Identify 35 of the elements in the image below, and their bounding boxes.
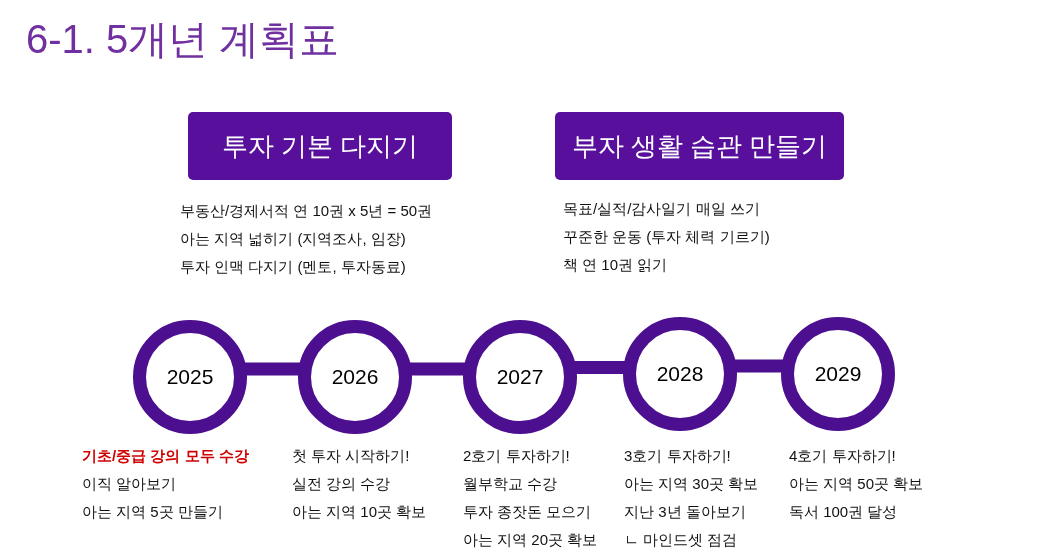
page-title: 6-1. 5개년 계획표	[26, 16, 340, 63]
plan-item: 첫 투자 시작하기!	[292, 446, 411, 466]
connector-bar	[408, 362, 467, 376]
plan-item: 부동산/경제서적 연 10권 x 5년 = 50권	[180, 201, 433, 221]
plan-item: 아는 지역 넓히기 (지역조사, 임장)	[180, 229, 407, 249]
connector-bar	[733, 359, 785, 373]
plan-item: 이직 알아보기	[82, 474, 178, 494]
plan-item: 아는 지역 20곳 확보	[463, 530, 598, 550]
plan-item: 꾸준한 운동 (투자 체력 기르기)	[563, 227, 770, 247]
plan-item: 투자 인맥 다지기 (멘토, 투자동료)	[180, 257, 407, 277]
plan-item: 책 연 10권 읽기	[563, 255, 669, 275]
connector-bar	[243, 362, 302, 376]
year-circle: 2029	[781, 317, 895, 431]
plan-item: 2호기 투자하기!	[463, 446, 571, 466]
plan-item: 기초/중급 강의 모두 수강	[82, 446, 249, 466]
plan-item: 아는 지역 50곳 확보	[789, 474, 924, 494]
plan-item: 실전 강의 수강	[292, 474, 392, 494]
plan-item: 아는 지역 10곳 확보	[292, 502, 427, 522]
plan-item: 아는 지역 30곳 확보	[624, 474, 759, 494]
plan-item: 목표/실적/감사일기 매일 쓰기	[563, 199, 761, 219]
year-circle: 2028	[623, 317, 737, 431]
year-circle: 2027	[463, 320, 577, 434]
year-circle: 2026	[298, 320, 412, 434]
plan-item: 월부학교 수강	[463, 474, 559, 494]
theme-box: 투자 기본 다지기	[188, 112, 452, 180]
plan-item: 투자 종잣돈 모으기	[463, 502, 593, 522]
plan-item: 4호기 투자하기!	[789, 446, 897, 466]
theme-box: 부자 생활 습관 만들기	[555, 112, 844, 180]
plan-item: 아는 지역 5곳 만들기	[82, 502, 224, 522]
year-circle: 2025	[133, 320, 247, 434]
plan-item: 독서 100권 달성	[789, 502, 899, 522]
connector-bar	[573, 361, 627, 374]
plan-item: ㄴ 마인드셋 점검	[624, 530, 739, 550]
plan-item: 지난 3년 돌아보기	[624, 502, 747, 522]
plan-item: 3호기 투자하기!	[624, 446, 732, 466]
